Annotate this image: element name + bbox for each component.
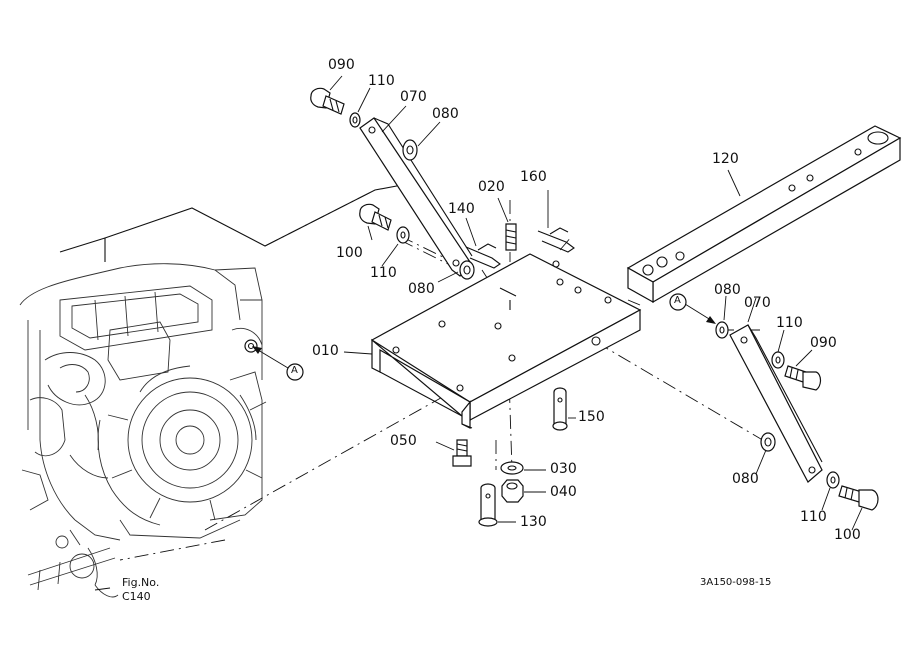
part-label-130: 130 <box>520 514 547 530</box>
washer-110-middle <box>396 226 410 244</box>
figure-reference: Fig.No. C140 <box>122 576 159 604</box>
clip-160 <box>537 227 575 253</box>
link-070-right <box>729 324 823 483</box>
part-label-100-upper: 100 <box>336 245 363 261</box>
arrow-a-right <box>669 293 716 324</box>
part-label-040: 040 <box>550 484 577 500</box>
washer-110-right-upper <box>771 351 785 369</box>
part-label-050: 050 <box>390 433 417 449</box>
bolt-090-upper <box>310 87 345 115</box>
part-label-030: 030 <box>550 461 577 477</box>
washer-080-upper <box>402 139 418 161</box>
washer-110-right-lower <box>826 471 840 489</box>
part-label-160: 160 <box>520 169 547 185</box>
washer-080-middle <box>459 260 475 280</box>
bolt-050 <box>452 439 472 467</box>
part-label-080-middle: 080 <box>408 281 435 297</box>
part-label-110-middle: 110 <box>370 265 397 281</box>
part-label-140: 140 <box>448 201 475 217</box>
ref-label-a-left: A <box>291 365 298 376</box>
part-label-090-right: 090 <box>810 335 837 351</box>
engine-block-sketch <box>19 184 403 598</box>
part-label-080-right-upper: 080 <box>714 282 741 298</box>
washer-080-right-lower <box>760 432 776 452</box>
figure-reference-number: C140 <box>122 590 151 603</box>
part-label-100-right: 100 <box>834 527 861 543</box>
stud-020 <box>505 223 517 251</box>
part-label-110-right-lower: 110 <box>800 509 827 525</box>
part-label-150: 150 <box>578 409 605 425</box>
bolt-100-upper <box>359 203 392 231</box>
part-label-020: 020 <box>478 179 505 195</box>
washer-080-right-upper <box>715 321 729 339</box>
bolt-100-right <box>838 485 879 511</box>
nut-040 <box>501 479 524 503</box>
part-label-110-upper: 110 <box>368 73 395 89</box>
ref-label-a-right: A <box>674 295 681 306</box>
leader-lines <box>94 75 863 591</box>
washer-030 <box>500 461 524 475</box>
drawing-code: 3A150-098-15 <box>700 577 772 588</box>
washer-110-upper <box>349 112 361 128</box>
part-label-080-right-lower: 080 <box>732 471 759 487</box>
part-label-070-right: 070 <box>744 295 771 311</box>
figure-reference-title: Fig.No. <box>122 576 160 589</box>
part-label-110-right-upper: 110 <box>776 315 803 331</box>
part-label-120: 120 <box>712 151 739 167</box>
arrow-a-left <box>252 346 304 381</box>
part-label-090-upper: 090 <box>328 57 355 73</box>
part-label-010: 010 <box>312 343 339 359</box>
part-label-070-upper: 070 <box>400 89 427 105</box>
bolt-090-right <box>784 365 822 391</box>
link-070-upper <box>359 117 473 277</box>
clip-140 <box>465 243 501 269</box>
drawbar-120 <box>626 125 902 304</box>
pin-150 <box>552 387 568 431</box>
bracket-plate-010 <box>370 253 642 429</box>
part-label-080-upper: 080 <box>432 106 459 122</box>
pin-130 <box>478 483 498 527</box>
